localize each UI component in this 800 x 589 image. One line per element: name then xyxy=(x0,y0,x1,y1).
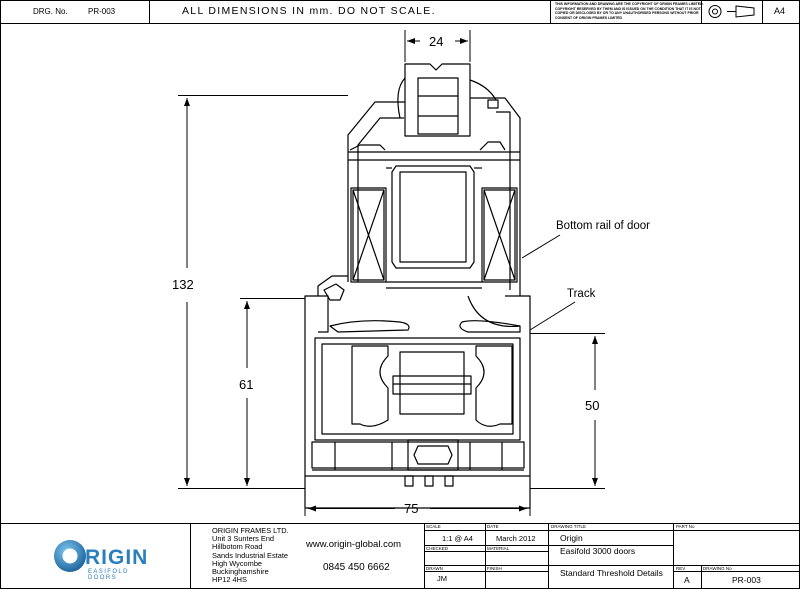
finish-label: FINISH xyxy=(487,565,502,571)
drawing-title-line2: Easifold 3000 doors xyxy=(560,546,636,556)
drawn-value: JM xyxy=(437,574,447,583)
company-address: ORIGIN FRAMES LTD. Unit 3 Sunters End Hi… xyxy=(212,526,289,585)
address-line: Unit 3 Sunters End xyxy=(212,534,275,544)
copyright-line: COPIED OR DISCLOSED BY OR TO ANY UNAUTHO… xyxy=(555,11,699,16)
logo-subtitle: EASIFOLD DOORS xyxy=(88,569,129,581)
drawing-title-line1: Origin xyxy=(560,533,583,543)
dim-overall-width: 75 xyxy=(404,501,419,516)
dim-top-width: 24 xyxy=(429,34,444,49)
dim-threshold-height: 50 xyxy=(585,398,600,413)
rev-value: A xyxy=(684,575,690,585)
drawn-label: DRAWN xyxy=(426,565,443,571)
checked-label: CHECKED xyxy=(426,545,449,551)
website[interactable]: www.origin-global.com xyxy=(306,539,402,550)
dim-frame-height: 61 xyxy=(239,377,254,392)
phone: 0845 450 6662 xyxy=(323,562,390,573)
threshold-profile xyxy=(304,63,531,509)
drawing-title-line3: Standard Threshold Details xyxy=(560,568,663,578)
scale-value: 1:1 @ A4 xyxy=(442,534,473,543)
scale-notice: ALL DIMENSIONS IN mm. DO NOT SCALE. xyxy=(182,5,436,17)
address-line: High Wycombe xyxy=(212,558,263,568)
address-line: HP12 4HS xyxy=(212,575,247,585)
date-label: DATE xyxy=(487,524,499,529)
address-line: Buckinghamshire xyxy=(212,567,269,577)
rev-label: REV xyxy=(676,565,686,571)
copyright-line: COPYRIGHT RESERVED BY THEM AND IS ISSUED… xyxy=(555,6,701,11)
address-line: Sands Industrial Estate xyxy=(212,550,289,560)
drawing-no-label: DRAWING No xyxy=(703,565,732,571)
copyright-notice: THIS INFORMATION AND DRAWING ARE THE COP… xyxy=(555,2,704,20)
callout-bottom-rail: Bottom rail of door xyxy=(556,220,650,232)
drawing-title-label: DRAWING TITLE xyxy=(551,524,587,529)
origin-logo-icon xyxy=(54,540,86,572)
projection-symbol-icon xyxy=(708,5,755,18)
origin-logo: RIGIN EASIFOLD DOORS xyxy=(52,536,152,581)
company-name: ORIGIN FRAMES LTD. xyxy=(212,526,289,535)
sheet-size: A4 xyxy=(774,6,786,16)
scale-label: SCALE xyxy=(426,524,441,529)
dim-overall-height: 132 xyxy=(172,277,194,292)
date-value: March 2012 xyxy=(496,534,536,543)
callout-track: Track xyxy=(567,288,596,300)
copyright-line: THIS INFORMATION AND DRAWING ARE THE COP… xyxy=(555,2,704,6)
material-label: MATERIAL xyxy=(487,545,510,551)
address-line: Hillbotom Road xyxy=(212,542,263,552)
drg-no-value: PR-003 xyxy=(88,7,116,16)
drawing-no-value: PR-003 xyxy=(732,575,761,585)
part-no-label: PART No xyxy=(676,524,695,529)
copyright-line: CONSENT OF ORIGIN FRAMES LIMITED xyxy=(555,15,623,20)
drg-no-label: DRG. No. xyxy=(33,7,68,16)
logo-word: RIGIN xyxy=(85,546,149,569)
